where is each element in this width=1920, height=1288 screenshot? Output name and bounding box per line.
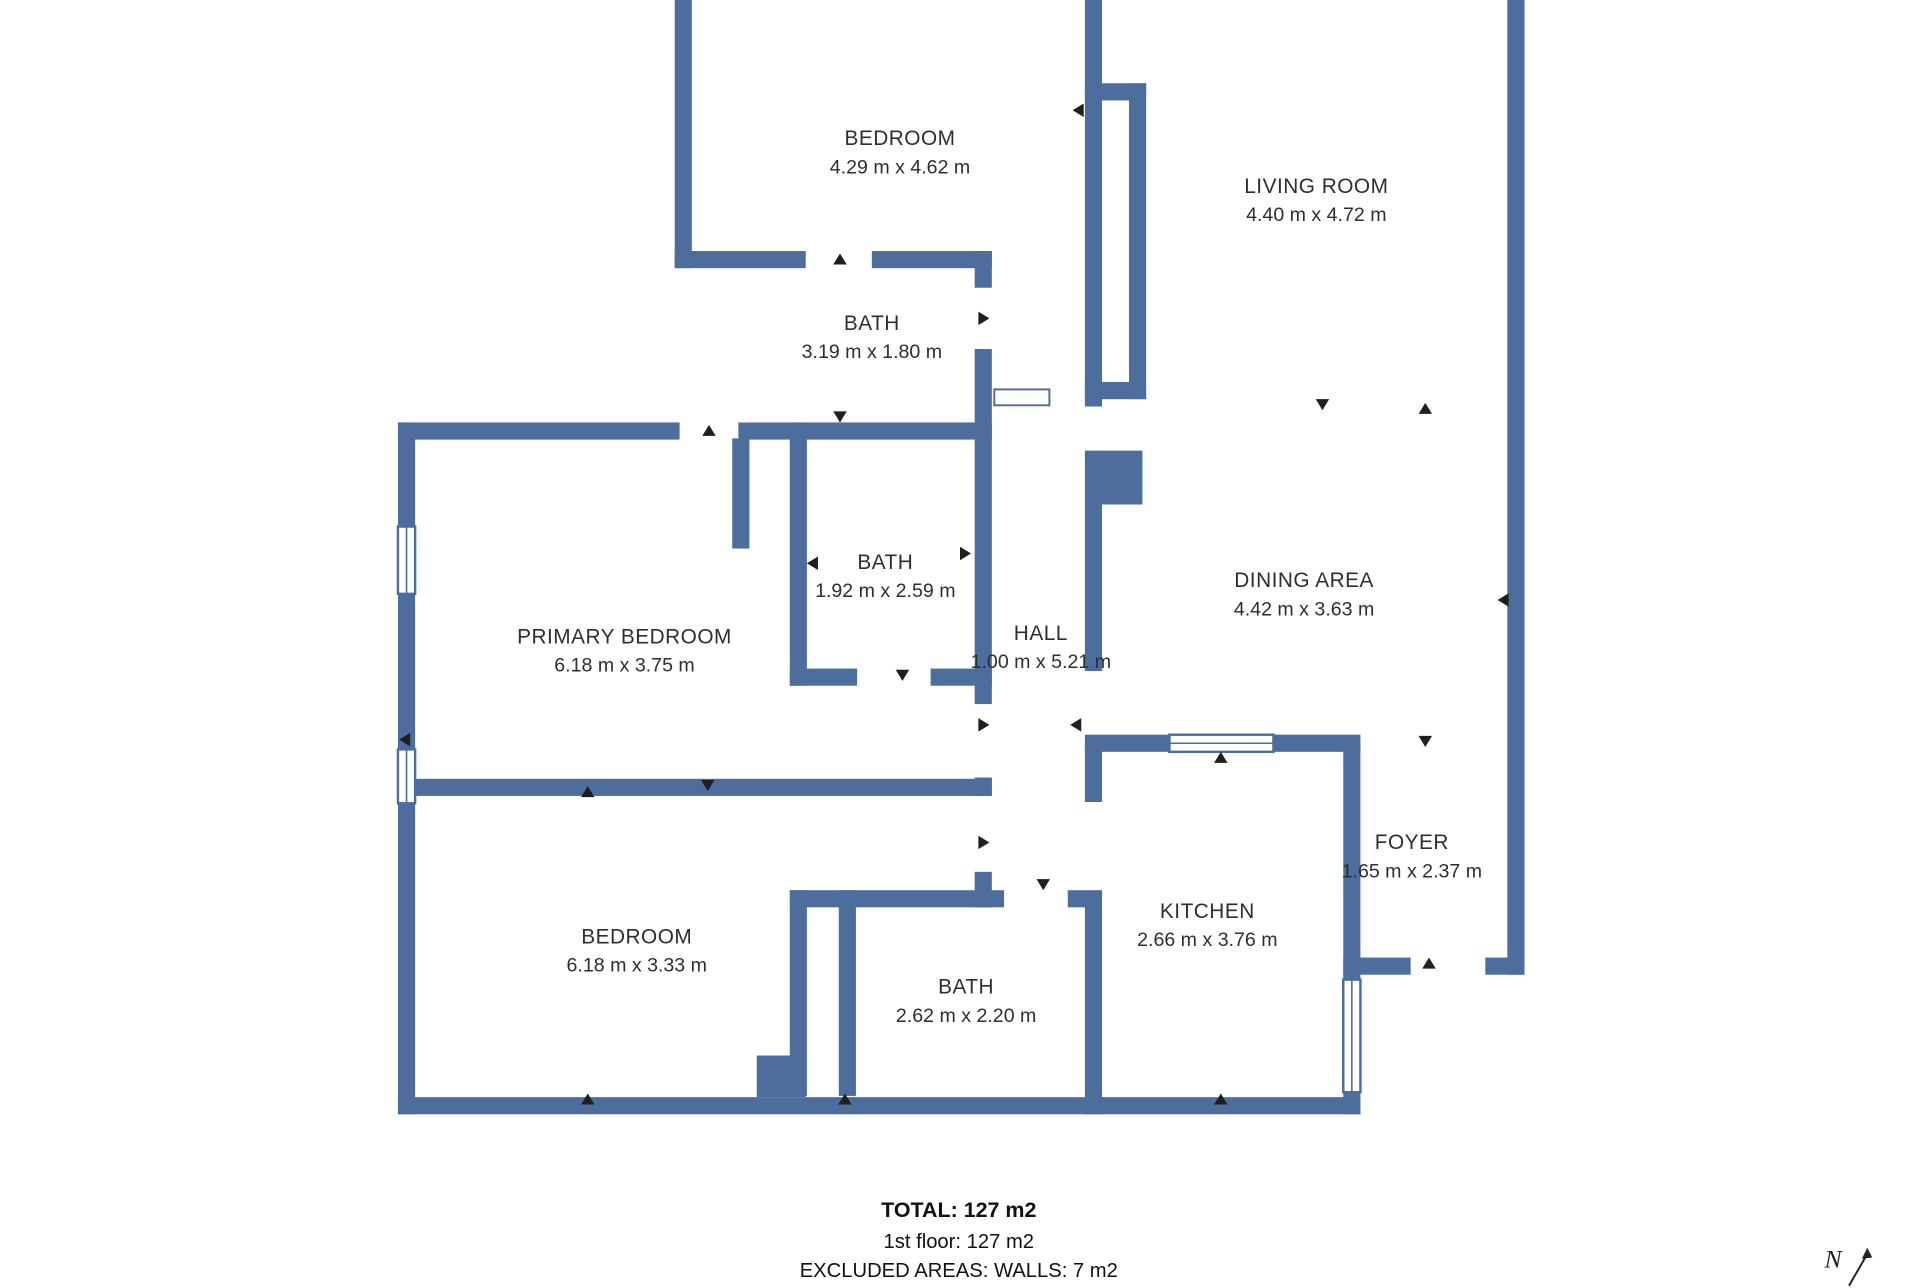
wall-pier xyxy=(756,1055,806,1098)
room-label-bath-lower: BATH 2.62 m x 2.20 m xyxy=(896,977,1036,1027)
room-name: PRIMARY BEDROOM xyxy=(517,625,732,649)
door-threshold xyxy=(993,388,1051,407)
room-name: HALL xyxy=(1013,621,1068,645)
structural-column xyxy=(1084,450,1143,505)
room-name: BATH xyxy=(938,975,995,999)
room-label-kitchen: KITCHEN 2.66 m x 3.76 m xyxy=(1137,901,1277,951)
room-dims: 6.18 m x 3.75 m xyxy=(554,655,695,677)
room-dims: 2.62 m x 2.20 m xyxy=(895,1005,1037,1027)
room-label-bedroom-lower: BEDROOM 6.18 m x 3.33 m xyxy=(566,926,706,976)
room-name: FOYER xyxy=(1374,830,1449,855)
compass-north-label: N xyxy=(1824,1244,1842,1274)
compass: N xyxy=(1824,1244,1875,1288)
excluded-area-text: EXCLUDED AREAS: WALLS: 7 m2 xyxy=(799,1260,1118,1283)
room-label-hall: HALL 1.00 m x 5.21 m xyxy=(971,623,1111,673)
room-label-bedroom-top: BEDROOM 4.29 m x 4.62 m xyxy=(830,128,970,178)
room-dims: 1.00 m x 5.21 m xyxy=(970,652,1112,673)
room-dims: 1.92 m x 2.59 m xyxy=(815,581,956,602)
room-name: BEDROOM xyxy=(844,126,956,151)
walls-layer xyxy=(397,0,1525,1115)
room-label-bath-top: BATH 3.19 m x 1.80 m xyxy=(802,313,942,363)
room-name: LIVING ROOM xyxy=(1244,174,1389,198)
floor-area-text: 1st floor: 127 m2 xyxy=(883,1230,1035,1253)
room-name: KITCHEN xyxy=(1159,899,1255,923)
room-label-primary-bedroom: PRIMARY BEDROOM 6.18 m x 3.75 m xyxy=(517,626,732,676)
room-label-living-room: LIVING ROOM 4.40 m x 4.72 m xyxy=(1244,176,1388,226)
room-name: BEDROOM xyxy=(581,925,693,949)
room-dims: 1.65 m x 2.37 m xyxy=(1341,861,1483,883)
room-dims: 4.42 m x 3.63 m xyxy=(1233,599,1375,621)
compass-arrow-icon xyxy=(1848,1247,1873,1287)
room-name: DINING AREA xyxy=(1234,568,1374,593)
room-label-dining-area: DINING AREA 4.42 m x 3.63 m xyxy=(1234,570,1374,620)
room-dims: 6.18 m x 3.33 m xyxy=(566,955,707,977)
room-dims: 2.66 m x 3.76 m xyxy=(1137,930,1278,951)
total-area-text: TOTAL: 127 m2 xyxy=(881,1197,1037,1223)
area-summary: TOTAL: 127 m2 1st floor: 127 m2 EXCLUDED… xyxy=(799,1197,1118,1283)
room-name: BATH xyxy=(857,550,914,574)
room-name: BATH xyxy=(843,311,900,335)
room-label-foyer: FOYER 1.65 m x 2.37 m xyxy=(1342,832,1482,882)
room-label-bath-mid: BATH 1.92 m x 2.59 m xyxy=(815,552,955,602)
room-dims: 4.40 m x 4.72 m xyxy=(1246,205,1387,226)
room-dims: 3.19 m x 1.80 m xyxy=(801,342,943,364)
room-dims: 4.29 m x 4.62 m xyxy=(829,157,971,179)
windows-layer xyxy=(396,525,1362,1094)
